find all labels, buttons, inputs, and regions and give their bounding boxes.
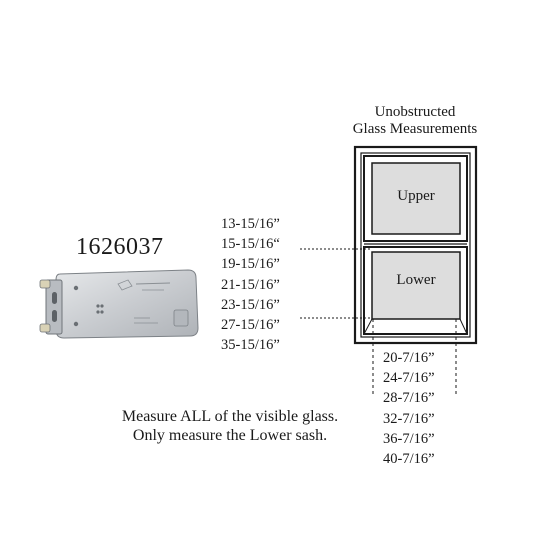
width-measurement: 20-7/16” xyxy=(383,350,435,366)
width-measurement: 28-7/16” xyxy=(383,390,435,407)
diagram-title-line1: Unobstructed xyxy=(374,104,456,120)
width-measurement: 36-7/16” xyxy=(383,430,435,447)
height-measurement: 21-15/16” xyxy=(221,276,280,293)
lower-glass xyxy=(371,251,461,320)
height-measurement: 23-15/16” xyxy=(221,296,280,313)
upper-sash-label: Upper xyxy=(397,188,435,204)
width-measurement: 24-7/16” xyxy=(383,370,435,387)
height-measurements: 13-15/16” 15-15/16“ 19-15/16” 21-15/16” … xyxy=(221,214,280,355)
part-number: 1626037 xyxy=(76,234,164,260)
upper-glass xyxy=(371,162,461,235)
diagram-title-line2: Glass Measurements xyxy=(352,121,478,137)
height-measurement: 27-15/16” xyxy=(221,317,280,334)
height-measurement: 19-15/16” xyxy=(221,256,280,273)
instruction-line1: Measure ALL of the visible glass. xyxy=(121,408,339,425)
lower-sash-label: Lower xyxy=(396,272,436,288)
height-measurement: 13-15/16” xyxy=(221,216,280,232)
window-inner-frame xyxy=(360,152,471,338)
width-measurements: 20-7/16” 24-7/16” 28-7/16” 32-7/16” 36-7… xyxy=(383,348,435,469)
window-diagram xyxy=(300,145,478,395)
width-measurement: 40-7/16” xyxy=(383,451,435,468)
instruction-line2: Only measure the Lower sash. xyxy=(132,427,328,444)
balance-hardware-image xyxy=(39,269,199,339)
height-measurement: 15-15/16“ xyxy=(221,236,280,253)
height-measurement: 35-15/16” xyxy=(221,337,280,354)
width-measurement: 32-7/16” xyxy=(383,410,435,427)
